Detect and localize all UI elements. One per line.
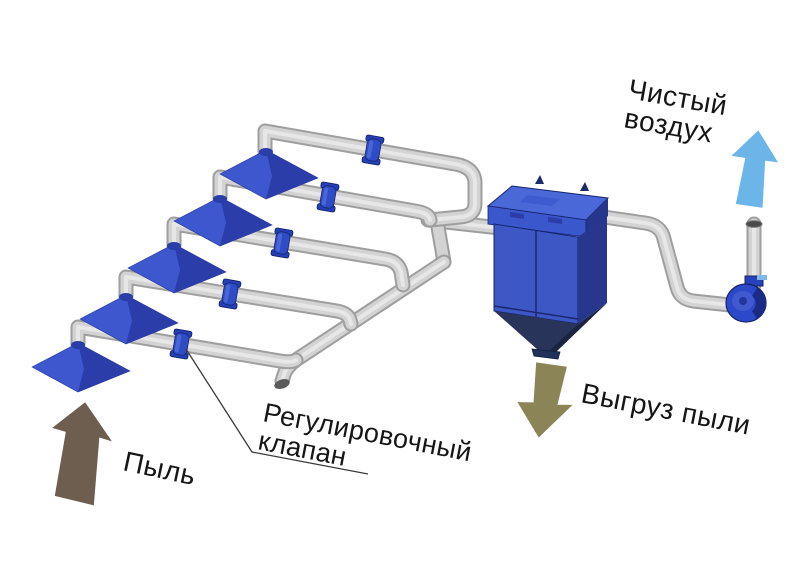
collector-duct <box>274 262 444 389</box>
hopper-front <box>494 311 578 352</box>
open-pipe-end <box>274 379 290 389</box>
lid-ridge <box>520 195 560 206</box>
stack-open-end <box>745 220 763 228</box>
fan-shadow <box>752 288 767 319</box>
fan-hub <box>739 297 747 305</box>
dust-label: Пыль <box>121 446 199 492</box>
hopper-side <box>548 303 607 352</box>
valve-leader-line <box>185 348 369 475</box>
exhaust-stack <box>745 220 763 285</box>
filter-body-side <box>578 216 607 324</box>
fan-inlet-pipe <box>597 216 730 305</box>
suction-hood-4 <box>79 293 179 345</box>
regulating-valve-4 <box>218 278 242 310</box>
body-rim <box>493 305 579 320</box>
dust-discharge-arrow <box>517 362 573 438</box>
dust-arrow <box>52 402 112 506</box>
hopper-outlet <box>531 348 561 360</box>
regulating-valve-2 <box>316 181 340 213</box>
regulating-valve-1 <box>361 134 385 166</box>
regulating-valve-3 <box>270 227 294 259</box>
clean-air-arrow <box>731 130 779 208</box>
regulating-valve-5 <box>169 328 193 360</box>
lid-latch <box>548 217 562 224</box>
lid-latch <box>510 212 524 219</box>
suction-hood-3 <box>127 242 227 294</box>
centrifugal-fan <box>725 275 767 323</box>
lid-hook-icon <box>580 182 589 191</box>
dust-collector-filter <box>486 175 610 360</box>
fan-collar-tab <box>757 275 767 280</box>
lid-hook-icon <box>535 175 544 184</box>
suction-hood-5 <box>31 341 131 393</box>
dust-discharge-label: Выгруз пыли <box>579 377 753 440</box>
suction-hood-2 <box>173 195 273 247</box>
suction-hood-1 <box>219 148 319 200</box>
